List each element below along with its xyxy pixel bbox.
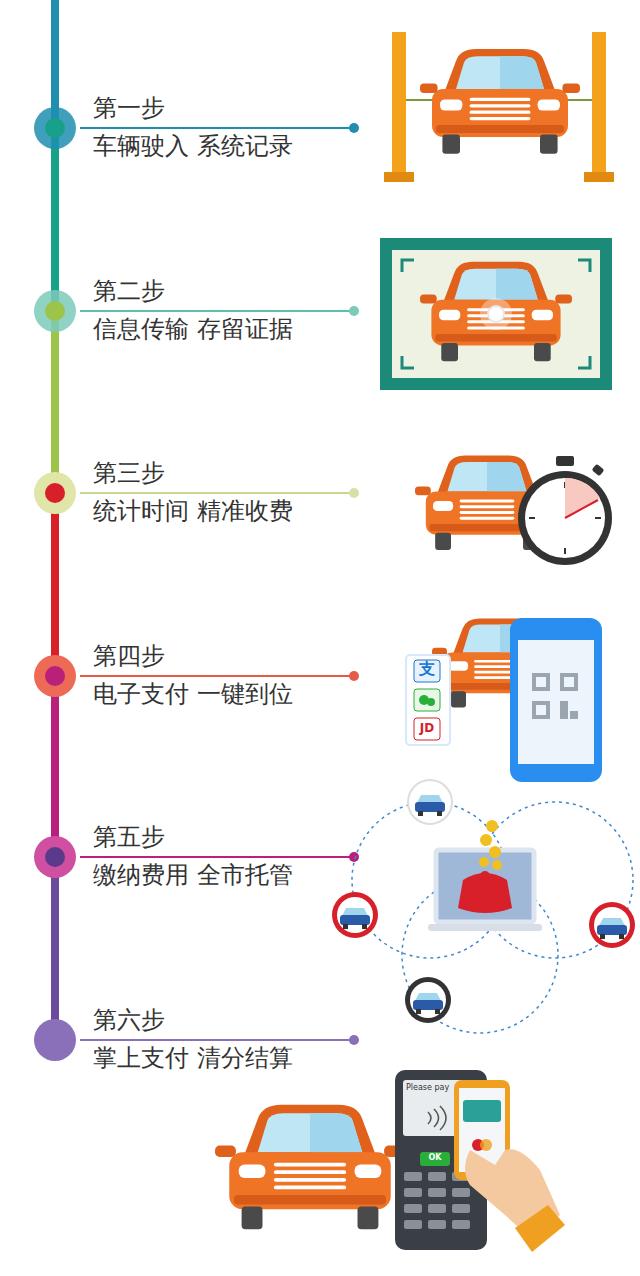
jd-badge-text: JD [420, 721, 434, 735]
step-body: 掌上支付 清分结算 [93, 1044, 293, 1073]
pos-screen-text: Please pay [406, 1083, 449, 1093]
step-body: 统计时间 精准收费 [93, 497, 293, 526]
step-body: 车辆驶入 系统记录 [93, 132, 293, 161]
step-body: 电子支付 一键到位 [93, 680, 293, 709]
step-heading: 第四步 [93, 642, 165, 671]
step-heading: 第三步 [93, 459, 165, 488]
pos-button-text: OK [429, 1153, 442, 1163]
step-heading: 第六步 [93, 1006, 165, 1035]
step-body: 缴纳费用 全市托管 [93, 861, 293, 890]
alipay-badge-text: 支 [419, 659, 435, 678]
step-body: 信息传输 存留证据 [93, 315, 293, 344]
step-heading: 第二步 [93, 277, 165, 306]
step-heading: 第五步 [93, 823, 165, 852]
step-heading: 第一步 [93, 94, 165, 123]
